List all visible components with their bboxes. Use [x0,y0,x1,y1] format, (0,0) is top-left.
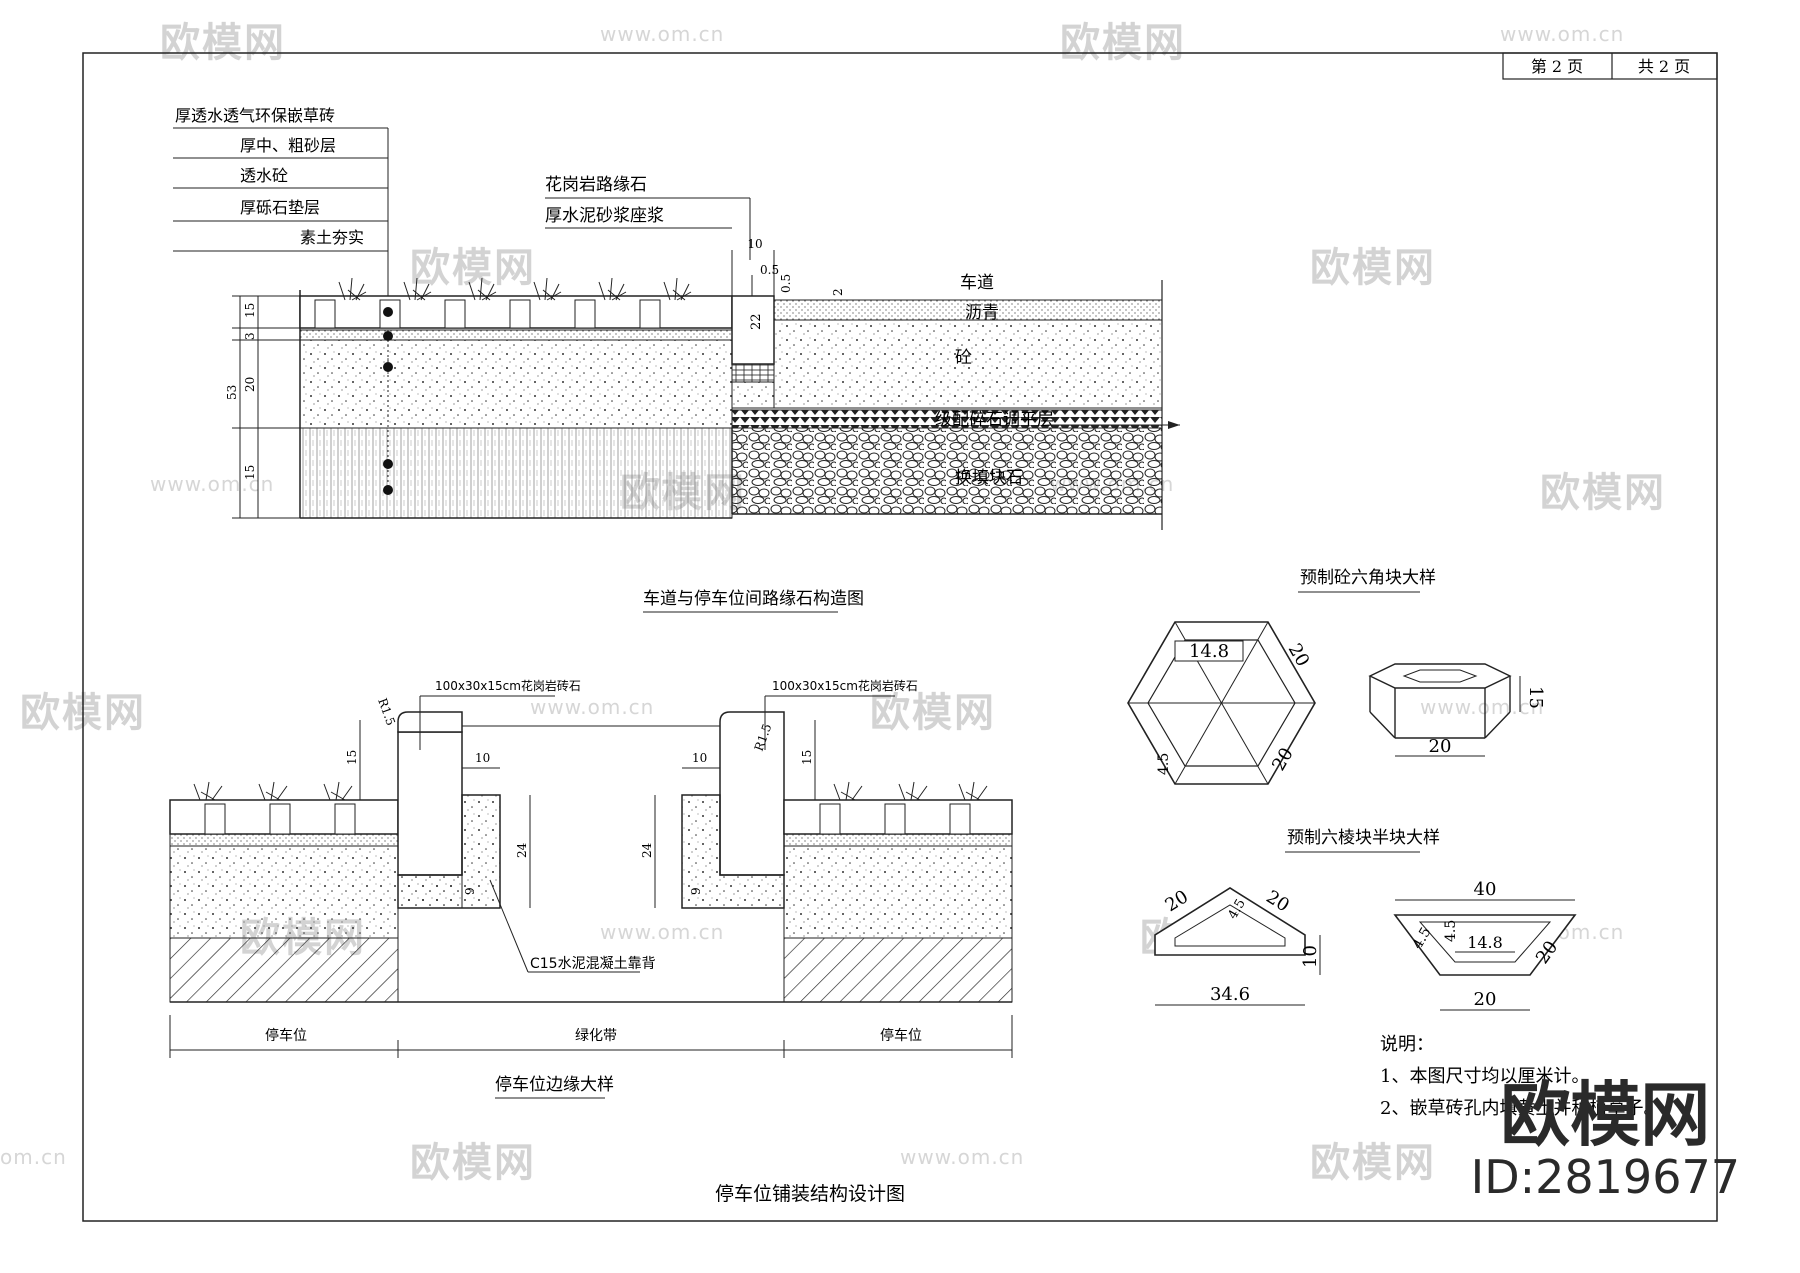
dim-text: 20 [243,377,257,392]
main-title: 停车位铺装结构设计图 [715,1183,905,1205]
dim-text: 15 [243,303,257,318]
hex-block-detail: 预制砼六角块大样 14.8 20 20 4.5 20 15 [1127,568,1546,785]
page-label: 第 2 页 [1531,57,1583,76]
watermark-logo: 欧模网 [1060,20,1186,66]
dim-text: 20 [1429,736,1452,757]
parking-right-label: 停车位 [880,1027,922,1044]
green-belt-label: 绿化带 [575,1028,617,1044]
dim-text: 10 [475,751,490,765]
dim-text: 10 [1300,945,1321,968]
gravel-layer-label: 级配碎石调平层 [935,410,1054,430]
curb-stone-label: 花岗岩路缘石 [545,175,647,195]
watermark-id: ID:2819677 [1470,1150,1740,1204]
dim-text: 20 [1474,989,1497,1010]
watermark-logo: 欧模网 [410,245,536,291]
dim-text: 53 [225,385,239,400]
watermark-logo: 欧模网 [160,20,286,66]
layer-label: 素土夯实 [300,228,364,247]
watermark-url: www.om.cn [1500,22,1625,46]
edge-detail-title: 停车位边缘大样 [495,1075,614,1095]
watermark-url: www.om.cn [150,472,275,496]
watermark-logo: 欧模网 [870,690,996,736]
dim-text: 24 [640,842,654,858]
page-number-box: 第 2 页 共 2 页 [1502,52,1718,80]
dim-text: 4.5 [1156,753,1172,775]
watermark-logo: 欧模网 [20,690,146,736]
layer-label: 厚砾石垫层 [240,198,320,217]
dim-text: 10 [747,237,762,251]
dim-text: 0.5 [760,263,779,277]
watermark-url: www.om.cn [530,695,655,719]
curb-section-drawing: 厚透水透气环保嵌草砖 厚中、粗砂层 透水砼 厚砾石垫层 素土夯实 [173,106,1180,613]
dim-text: 9 [689,887,703,895]
dim-text: 24 [515,842,529,858]
watermark-logo: 欧模网 [410,1140,536,1186]
dim-text: 14.8 [1467,933,1503,952]
dim-text: 3 [243,332,257,340]
dim-text: 9 [463,887,477,895]
watermark-brand-name: 欧模网 [1500,1074,1711,1156]
watermark-url: om.cn [0,1145,67,1169]
dim-text: 15 [1525,686,1546,709]
stone-label-left: 100x30x15cm花岗岩砖石 [435,678,581,693]
backing-label: C15水泥混凝土靠背 [530,956,656,972]
curb-dimensions: 10 0.5 0.5 2 22 15 3 20 53 15 [225,237,845,519]
grass-pavers [299,277,733,329]
concrete-label: 砼 [955,348,972,368]
asphalt-label: 沥青 [965,303,999,323]
layer-label: 厚透水透气环保嵌草砖 [175,106,335,125]
curb-section-title: 车道与停车位间路缘石构造图 [643,589,864,609]
dim-text: 15 [243,465,257,480]
dim-text: 14.8 [1189,641,1229,662]
mortar-label: 厚水泥砂浆座浆 [545,206,664,226]
curb-stone [731,250,775,383]
dim-text: 4.5 [1443,920,1459,942]
stone-label-right: 100x30x15cm花岗岩砖石 [772,678,918,693]
hex-detail-title: 预制砼六角块大样 [1300,568,1436,588]
dim-text: 15 [345,750,359,765]
sheet-border [82,52,1718,1222]
dim-text: 34.6 [1210,984,1250,1005]
dim-text: 40 [1474,879,1497,900]
watermark-url: www.om.cn [600,920,725,944]
total-pages-label: 共 2 页 [1638,57,1690,76]
dim-text: 10 [692,751,707,765]
half-block-detail: 预制六棱块半块大样 20 20 4.5 10 34.6 40 4.5 4.5 1… [1154,828,1577,1011]
layer-label: 厚中、粗砂层 [240,136,336,155]
notes-heading: 说明： [1380,1034,1434,1055]
roadway-label: 车道 [960,273,994,293]
dim-text: 2 [831,288,845,296]
dim-text: 0.5 [779,274,793,293]
radius-label-left: R1.5 [375,696,398,727]
watermark-url: www.om.cn [1420,695,1545,719]
dim-text: 22 [749,313,764,330]
note-item: 1、本图尺寸均以厘米计。 [1380,1066,1589,1087]
watermark-logo: 欧模网 [1310,245,1436,291]
watermark-brand: 欧模网 ID:2819677 [1471,1080,1740,1205]
half-detail-title: 预制六棱块半块大样 [1287,828,1440,848]
parking-left-label: 停车位 [265,1027,307,1044]
watermark-url: www.om.cn [900,1145,1025,1169]
note-item: 2、嵌草砖孔内填黄土并种植草子。 [1380,1098,1661,1119]
watermark-logo: 欧模网 [1310,1140,1436,1186]
rubble-label: 换填块石 [955,468,1023,488]
watermark-url: www.om.cn [600,22,725,46]
dim-text: 15 [800,750,814,765]
watermark-logo: 欧模网 [1540,470,1666,516]
dim-text: 20 [1162,886,1193,916]
layer-label: 透水砼 [240,166,288,185]
notes: 说明： 1、本图尺寸均以厘米计。 2、嵌草砖孔内填黄土并种植草子。 [1380,1034,1661,1119]
parking-edge-detail: 15 10 24 9 15 10 24 9 100x30x15cm花岗岩砖石 1… [169,678,1013,1099]
